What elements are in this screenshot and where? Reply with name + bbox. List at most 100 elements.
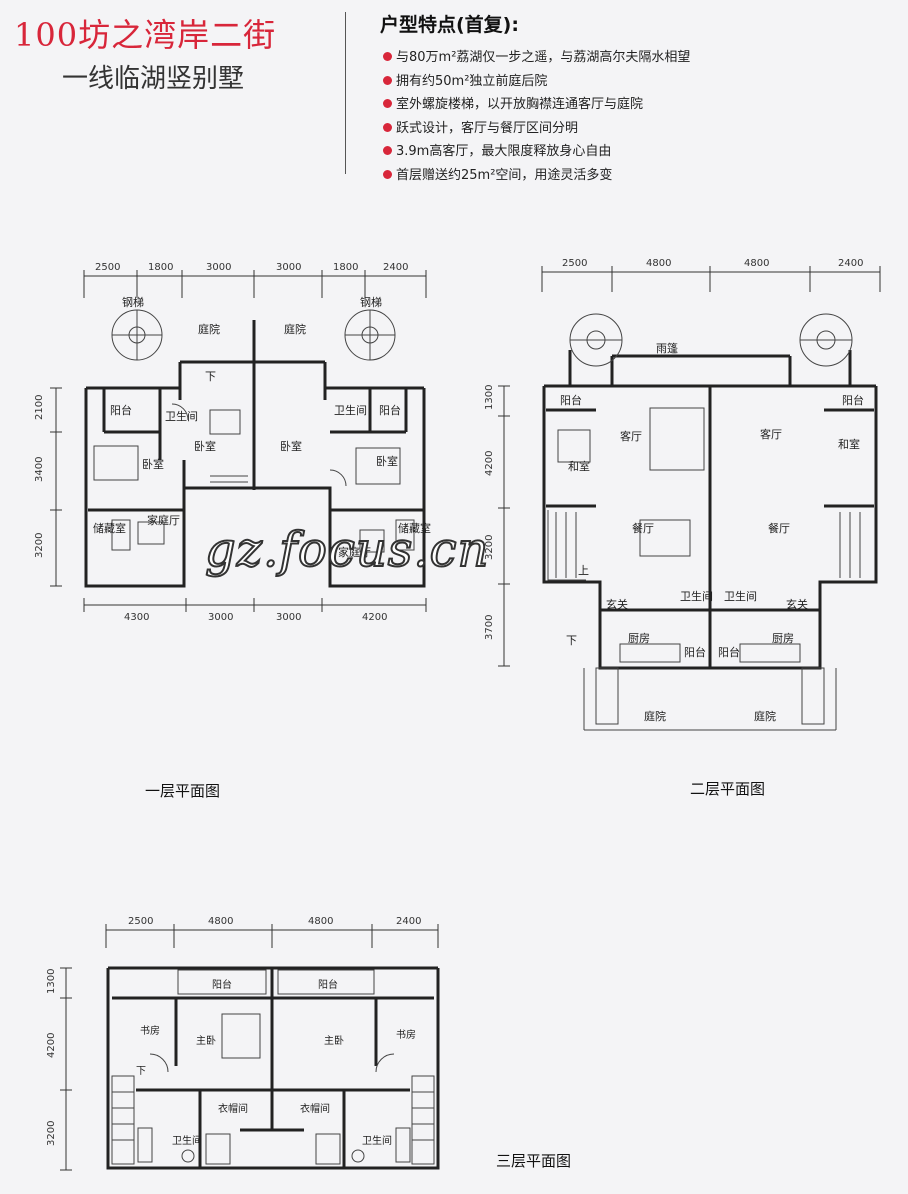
dim-label: 4800 [208, 916, 233, 927]
dim-label: 3000 [276, 612, 301, 623]
room-label: 卧室 [194, 439, 216, 453]
dim-label: 4200 [484, 451, 495, 476]
room-label: 主卧 [324, 1034, 344, 1047]
room-label: 阳台 [684, 645, 706, 659]
dim-label: 4800 [308, 916, 333, 927]
room-label: 主卧 [196, 1034, 216, 1047]
room-label: 下 [205, 370, 216, 383]
dim-label: 3000 [276, 262, 301, 273]
room-label: 卫生间 [724, 589, 757, 603]
room-label: 阳台 [379, 403, 401, 417]
features-list: 与80万m²荔湖仅一步之遥，与荔湖高尔夫隔水相望 拥有约50m²独立前庭后院 室… [383, 46, 690, 187]
room-label: 庭院 [754, 709, 776, 723]
bullet-icon [383, 122, 392, 132]
dim-label: 2100 [34, 395, 45, 420]
room-label: 下 [566, 634, 577, 647]
dim-label: 2400 [838, 258, 863, 269]
room-label: 储藏室 [93, 521, 126, 535]
room-label: 卫生间 [165, 409, 198, 423]
dim-label: 3000 [208, 612, 233, 623]
room-label: 家庭厅 [147, 513, 180, 527]
room-label: 书房 [140, 1024, 160, 1037]
room-label: 客厅 [620, 429, 642, 443]
room-label: 阳台 [842, 393, 864, 407]
dim-label: 2500 [562, 258, 587, 269]
dim-label: 1300 [46, 969, 57, 994]
room-label: 衣帽间 [218, 1102, 248, 1115]
bullet-icon [383, 99, 392, 108]
room-label: 玄关 [606, 597, 628, 611]
room-label: 卧室 [376, 454, 398, 468]
room-label: 庭院 [644, 709, 666, 723]
room-label: 卫生间 [362, 1134, 392, 1147]
dim-label: 4200 [46, 1033, 57, 1058]
feature-item: 与80万m²荔湖仅一步之遥，与荔湖高尔夫隔水相望 [383, 46, 690, 70]
dim-label: 1800 [333, 262, 358, 273]
room-label: 庭院 [198, 322, 220, 336]
feature-item: 跃式设计，客厅与餐厅区间分明 [383, 117, 690, 141]
room-label: 上 [578, 564, 589, 577]
room-label: 阳台 [718, 645, 740, 659]
room-label: 阳台 [212, 978, 232, 991]
dim-label: 2400 [383, 262, 408, 273]
dim-label: 3200 [34, 533, 45, 558]
feature-item: 室外螺旋楼梯，以开放胸襟连通客厅与庭院 [383, 93, 690, 117]
room-label: 钢梯 [360, 296, 382, 309]
room-label: 卫生间 [680, 589, 713, 603]
dim-label: 1300 [484, 385, 495, 410]
room-label: 下 [136, 1066, 146, 1077]
room-label: 阳台 [318, 978, 338, 991]
room-label: 庭院 [284, 322, 306, 336]
dim-label: 1800 [148, 262, 173, 273]
dim-label: 3000 [206, 262, 231, 273]
room-label: 餐厅 [768, 521, 790, 535]
bullet-icon [383, 169, 392, 179]
bullet-icon [383, 52, 392, 61]
feature-item: 拥有约50m²独立前庭后院 [383, 70, 690, 94]
header-divider [345, 12, 346, 174]
dim-label: 4800 [646, 258, 671, 269]
features-title: 户型特点(首复): [380, 14, 519, 36]
dim-label: 4200 [362, 612, 387, 623]
room-label: 餐厅 [632, 521, 654, 535]
room-label: 家庭厅 [338, 545, 371, 559]
room-label: 卫生间 [334, 403, 367, 417]
dim-label: 4800 [744, 258, 769, 269]
watermark: gz.focus.cn [204, 521, 490, 579]
dim-label: 2400 [396, 916, 421, 927]
dim-label: 3700 [484, 615, 495, 640]
room-label: 客厅 [760, 427, 782, 441]
room-label: 厨房 [628, 632, 650, 645]
bullet-icon [383, 146, 392, 155]
room-label: 卧室 [280, 439, 302, 453]
room-label: 卧室 [142, 457, 164, 471]
floor2-label: 二层平面图 [690, 780, 766, 798]
room-label: 衣帽间 [300, 1102, 330, 1115]
page-title: 100坊之湾岸二街 [14, 16, 277, 54]
dim-label: 3200 [484, 535, 495, 560]
room-label: 和室 [568, 459, 590, 473]
bullet-icon [383, 75, 392, 85]
page-subtitle: 一线临湖竖别墅 [62, 64, 245, 94]
room-label: 钢梯 [122, 296, 144, 309]
dim-label: 2500 [95, 262, 120, 273]
floor3-label: 三层平面图 [496, 1152, 572, 1170]
dim-label: 2500 [128, 916, 153, 927]
dim-label: 4300 [124, 612, 149, 623]
room-label: 和室 [838, 437, 860, 451]
room-label: 储藏室 [398, 521, 431, 535]
dim-label: 3400 [34, 457, 45, 482]
floor1-label: 一层平面图 [145, 782, 221, 800]
room-label: 书房 [396, 1028, 416, 1041]
room-label: 玄关 [786, 597, 808, 611]
dim-label: 3200 [46, 1121, 57, 1146]
room-label: 卫生间 [172, 1134, 202, 1147]
room-label: 阳台 [560, 393, 582, 407]
room-label: 阳台 [110, 403, 132, 417]
room-label: 雨篷 [656, 341, 678, 355]
room-label: 厨房 [772, 632, 794, 645]
feature-item: 首层赠送约25m²空间，用途灵活多变 [383, 164, 690, 188]
